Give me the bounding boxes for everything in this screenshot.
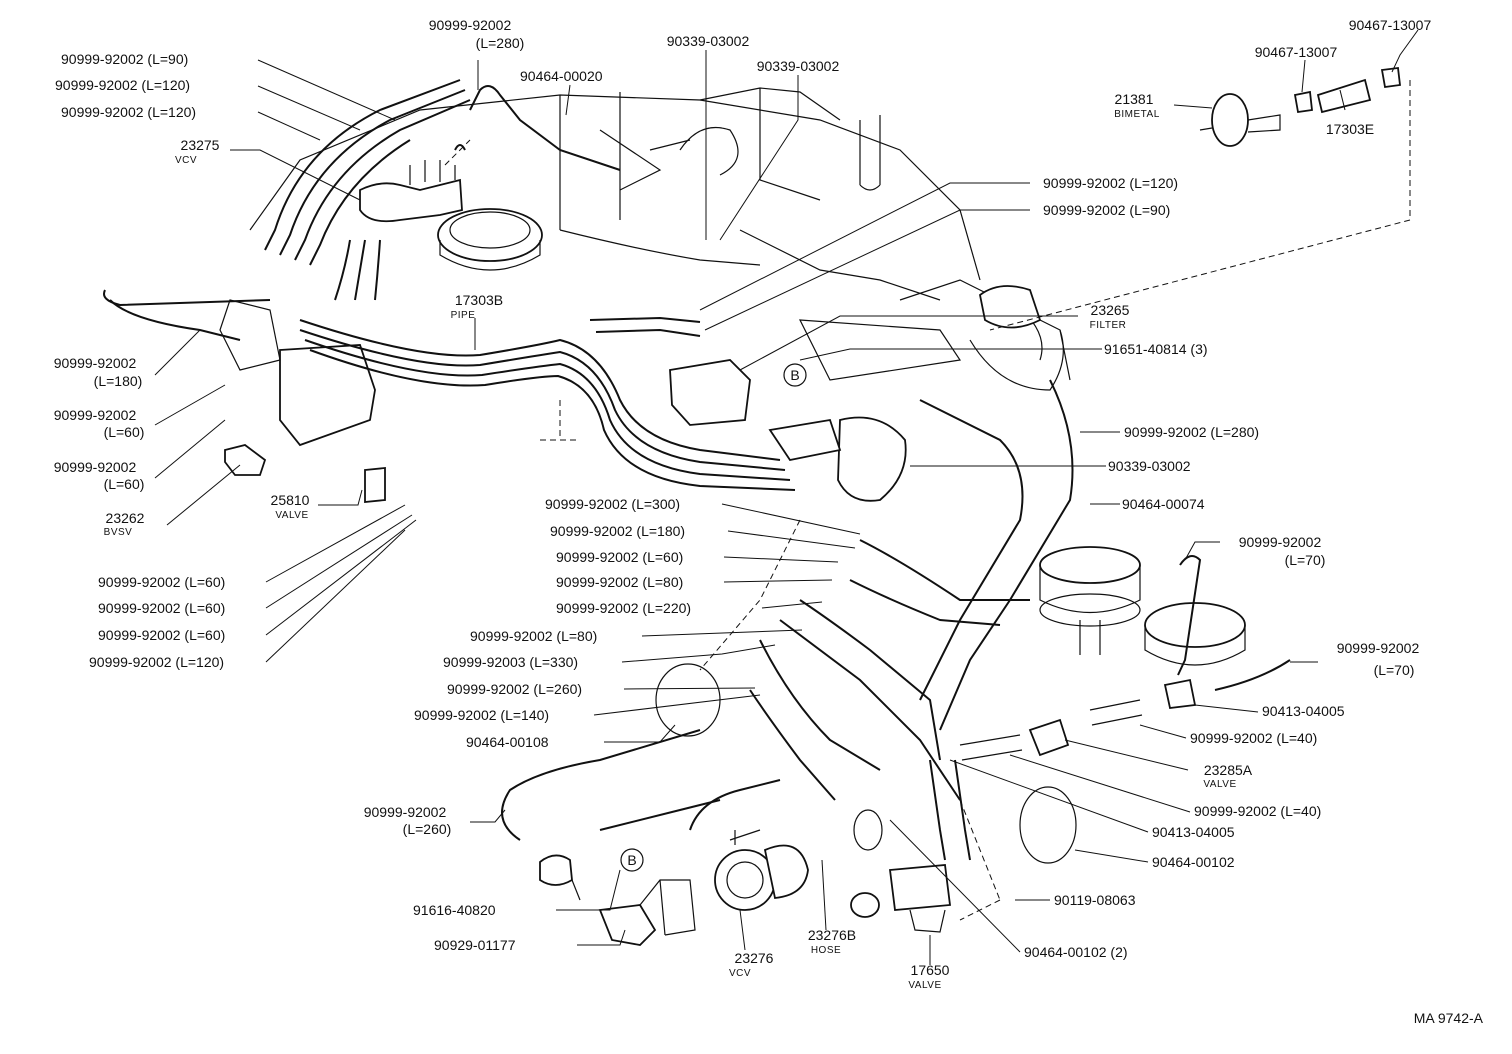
callout-c05: 90464-00020	[520, 68, 603, 84]
callout-c15-sub: PIPE	[451, 310, 476, 321]
callout-c30: 90999-92002 (L=80)	[556, 574, 683, 590]
drawing-code: MA 9742-A	[1414, 1010, 1484, 1026]
callout-c28: 90999-92002	[1239, 534, 1322, 550]
reference-marker-b-lower: B	[627, 852, 636, 868]
callout-c51: 90929-01177	[434, 937, 516, 953]
callout-c35: 90999-92002 (L=80)	[470, 628, 597, 644]
callout-c39: 90999-92002 (L=260)	[447, 681, 582, 697]
callout-c44-sub: VALVE	[1203, 779, 1236, 790]
engine-artwork	[103, 66, 1411, 946]
callout-c36: 90999-92002	[1337, 640, 1420, 656]
callout-c44: 23285A	[1204, 762, 1253, 778]
callout-c22: 90339-03002	[1108, 458, 1191, 474]
reference-marker-b: B	[790, 367, 799, 383]
callout-c01-spec: (L=280)	[476, 35, 525, 51]
callout-c11: 23275	[181, 137, 220, 153]
callout-c48: 90464-00102	[1152, 854, 1235, 870]
callout-c43: 90464-00108	[466, 734, 549, 750]
callout-c17-spec: (L=180)	[94, 373, 143, 389]
callout-c20: 90999-92002 (L=280)	[1124, 424, 1259, 440]
callout-c09: 90999-92002 (L=120)	[61, 104, 196, 120]
callout-c01: 90999-92002	[429, 17, 512, 33]
callout-c16: 23265	[1091, 302, 1130, 318]
callout-c40: 90413-04005	[1262, 703, 1345, 719]
callout-c34: 90999-92002 (L=60)	[98, 627, 225, 643]
leader-lines	[154, 29, 1419, 965]
callout-c24: 90464-00074	[1122, 496, 1205, 512]
callout-c49: 90119-08063	[1054, 892, 1136, 908]
callout-c55-sub: VALVE	[908, 980, 941, 991]
callout-c12: 17303E	[1326, 121, 1374, 137]
callout-c45-spec: (L=260)	[403, 821, 452, 837]
callout-c11-sub: VCV	[175, 155, 197, 166]
callout-c07: 90999-92002 (L=120)	[55, 77, 190, 93]
callout-c19-spec: (L=60)	[104, 424, 145, 440]
callout-c26: 90999-92002 (L=300)	[545, 496, 680, 512]
callout-c27: 90999-92002 (L=180)	[550, 523, 685, 539]
callout-c15: 17303B	[455, 292, 503, 308]
callout-c21: 90999-92002	[54, 459, 137, 475]
callout-c25-sub: BVSV	[104, 527, 133, 538]
callout-c10-sub: BIMETAL	[1114, 109, 1160, 120]
callout-c52: 90464-00102 (2)	[1024, 944, 1128, 960]
callout-c19: 90999-92002	[54, 407, 137, 423]
callout-c06: 90467-13007	[1255, 44, 1338, 60]
callout-c50: 91616-40820	[413, 902, 496, 918]
callout-c47: 90413-04005	[1152, 824, 1235, 840]
callout-c42: 90999-92002 (L=40)	[1190, 730, 1317, 746]
callout-c37: 90999-92003 (L=330)	[443, 654, 578, 670]
callout-c53-sub: VCV	[729, 968, 751, 979]
callout-c36-spec: (L=70)	[1374, 662, 1415, 678]
callout-c18: 91651-40814 (3)	[1104, 341, 1208, 357]
callout-c29: 90999-92002 (L=60)	[556, 549, 683, 565]
callout-c33: 90999-92002 (L=60)	[98, 600, 225, 616]
callout-c14: 90999-92002 (L=90)	[1043, 202, 1170, 218]
callout-c02: 90339-03002	[667, 33, 750, 49]
callout-c28-spec: (L=70)	[1285, 552, 1326, 568]
callout-c21-spec: (L=60)	[104, 476, 145, 492]
callout-c17: 90999-92002	[54, 355, 137, 371]
callout-c03: 90467-13007	[1349, 17, 1432, 33]
callout-c10: 21381	[1115, 91, 1154, 107]
callout-c55: 17650	[911, 962, 950, 978]
callout-c54-sub: HOSE	[811, 945, 841, 956]
callout-c16-sub: FILTER	[1090, 320, 1127, 331]
callout-c23-sub: VALVE	[275, 510, 308, 521]
callout-c25: 23262	[106, 510, 145, 526]
callout-c31: 90999-92002 (L=60)	[98, 574, 225, 590]
callout-c32: 90999-92002 (L=220)	[556, 600, 691, 616]
callout-c53: 23276	[735, 950, 774, 966]
callout-c13: 90999-92002 (L=120)	[1043, 175, 1178, 191]
callout-c38: 90999-92002 (L=120)	[89, 654, 224, 670]
callout-c46: 90999-92002 (L=40)	[1194, 803, 1321, 819]
callout-labels: 90999-92002 (L=280) 90339-03002 90467-13…	[54, 17, 1484, 1026]
callout-c45: 90999-92002	[364, 804, 447, 820]
callout-c41: 90999-92002 (L=140)	[414, 707, 549, 723]
callout-c23: 25810	[271, 492, 310, 508]
callout-c54: 23276B	[808, 927, 856, 943]
callout-c04: 90999-92002 (L=90)	[61, 51, 188, 67]
callout-c08: 90339-03002	[757, 58, 840, 74]
